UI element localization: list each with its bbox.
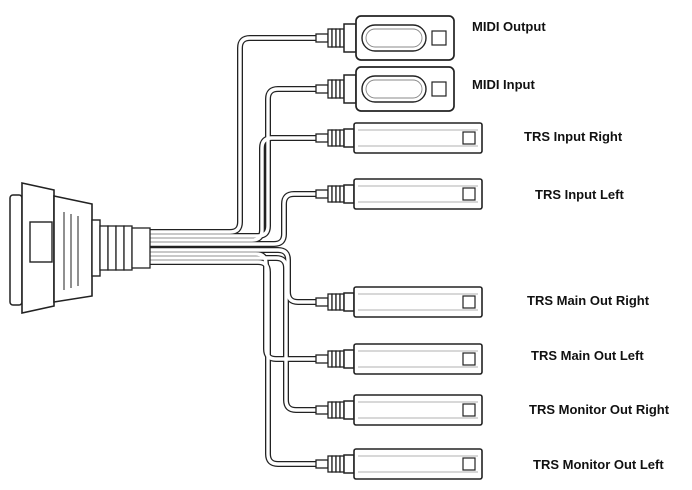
label-trs-monitor-out-left: TRS Monitor Out Left — [533, 457, 664, 472]
trs-main-out-right-connector — [315, 286, 483, 318]
midi-output-connector — [315, 15, 455, 61]
label-trs-main-out-left: TRS Main Out Left — [531, 348, 644, 363]
midi-input-connector — [315, 66, 455, 112]
trs-monitor-out-right-connector — [315, 394, 483, 426]
label-midi-output: MIDI Output — [472, 19, 546, 34]
label-midi-input: MIDI Input — [472, 77, 535, 92]
trs-monitor-out-left-connector — [315, 448, 483, 480]
cable-bundle — [147, 35, 319, 467]
trs-main-out-left-connector — [315, 343, 483, 375]
dsub-connector — [9, 182, 151, 314]
label-trs-main-out-right: TRS Main Out Right — [527, 293, 650, 308]
trs-input-left-connector — [315, 178, 483, 210]
label-trs-monitor-out-right: TRS Monitor Out Right — [529, 402, 670, 417]
label-trs-input-left: TRS Input Left — [535, 187, 624, 202]
label-trs-input-right: TRS Input Right — [524, 129, 623, 144]
trs-input-right-connector — [315, 122, 483, 154]
